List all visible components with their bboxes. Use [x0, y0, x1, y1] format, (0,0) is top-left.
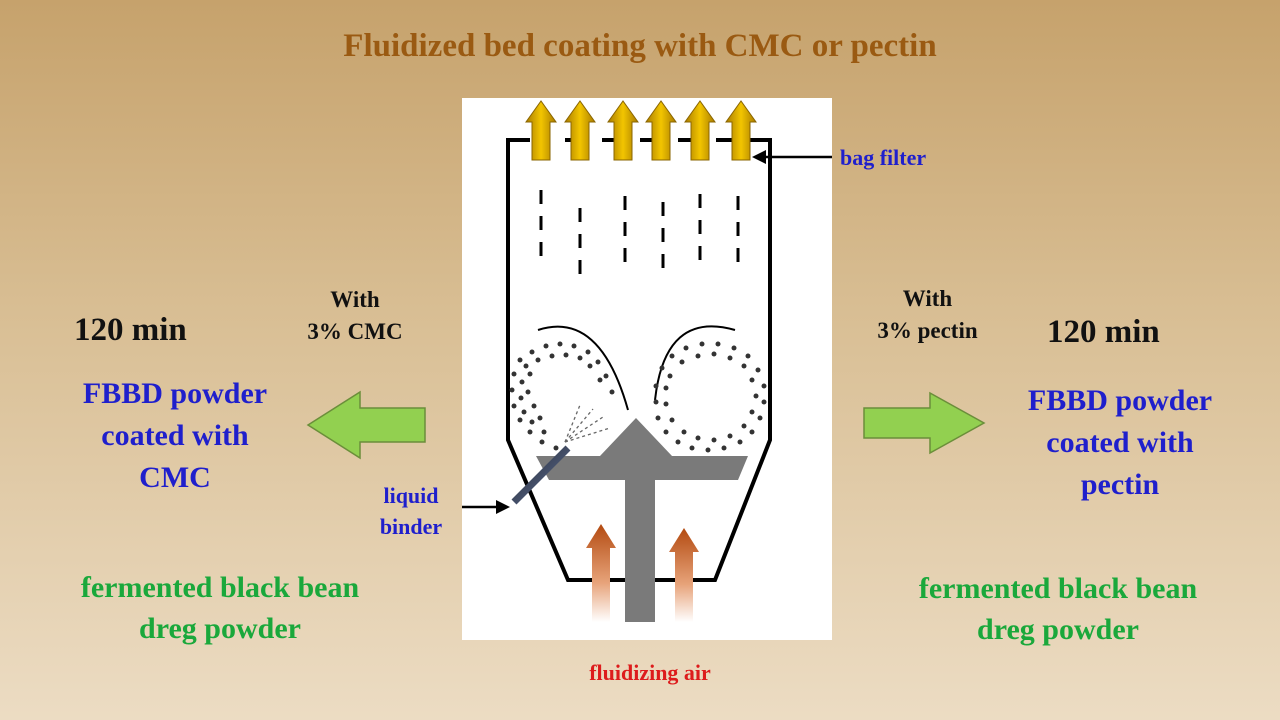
left-product-line-2: coated with	[101, 419, 249, 452]
left-product-label: FBBD powder coated with CMC	[30, 373, 320, 499]
left-condition-label: With 3% CMC	[290, 284, 420, 348]
liquid-binder-line-1: liquid	[383, 483, 439, 508]
right-condition-line-2: 3% pectin	[877, 318, 978, 343]
right-raw-line-2: dreg powder	[977, 613, 1139, 646]
particle-bed-right	[653, 341, 767, 453]
left-raw-line-1: fermented black bean	[80, 571, 360, 604]
bag-filter-label: bag filter	[840, 145, 927, 170]
left-circulation-curve	[537, 325, 629, 411]
right-condition-line-1: With	[902, 286, 953, 311]
binder-nozzle	[511, 445, 571, 505]
liquid-binder-pointer	[462, 500, 510, 514]
liquid-binder-label: liquid binder	[360, 480, 462, 542]
liquid-binder-line-2: binder	[379, 514, 443, 539]
right-product-label: FBBD powder coated with pectin	[990, 380, 1250, 506]
right-product-line-1: FBBD powder	[1027, 384, 1213, 417]
bag-filter-pointer	[752, 150, 832, 164]
right-condition-label: With 3% pectin	[855, 283, 1000, 347]
left-time-label: 120 min	[74, 312, 187, 348]
spray-cone	[564, 404, 611, 443]
right-raw-material-label: fermented black bean dreg powder	[858, 568, 1258, 650]
left-condition-line-1: With	[330, 287, 380, 312]
left-output-arrow	[306, 390, 426, 460]
exhaust-arrows	[525, 100, 757, 161]
right-product-line-3: pectin	[1080, 468, 1160, 501]
left-raw-line-2: dreg powder	[139, 612, 301, 645]
particle-trails	[539, 190, 740, 284]
air-inlet-arrows	[586, 524, 699, 622]
left-product-line-1: FBBD powder	[82, 377, 268, 410]
left-raw-material-label: fermented black bean dreg powder	[20, 567, 420, 649]
right-output-arrow	[863, 391, 986, 455]
left-condition-line-2: 3% CMC	[307, 319, 403, 344]
particle-bed-left	[509, 341, 615, 451]
fluidizing-air-label: fluidizing air	[589, 660, 711, 685]
right-product-line-2: coated with	[1046, 426, 1194, 459]
left-product-line-3: CMC	[139, 461, 211, 494]
right-circulation-curve	[654, 325, 736, 401]
right-time-label: 120 min	[1047, 314, 1160, 350]
distributor	[536, 418, 748, 622]
right-raw-line-1: fermented black bean	[918, 572, 1198, 605]
page-title: Fluidized bed coating with CMC or pectin	[343, 28, 937, 64]
